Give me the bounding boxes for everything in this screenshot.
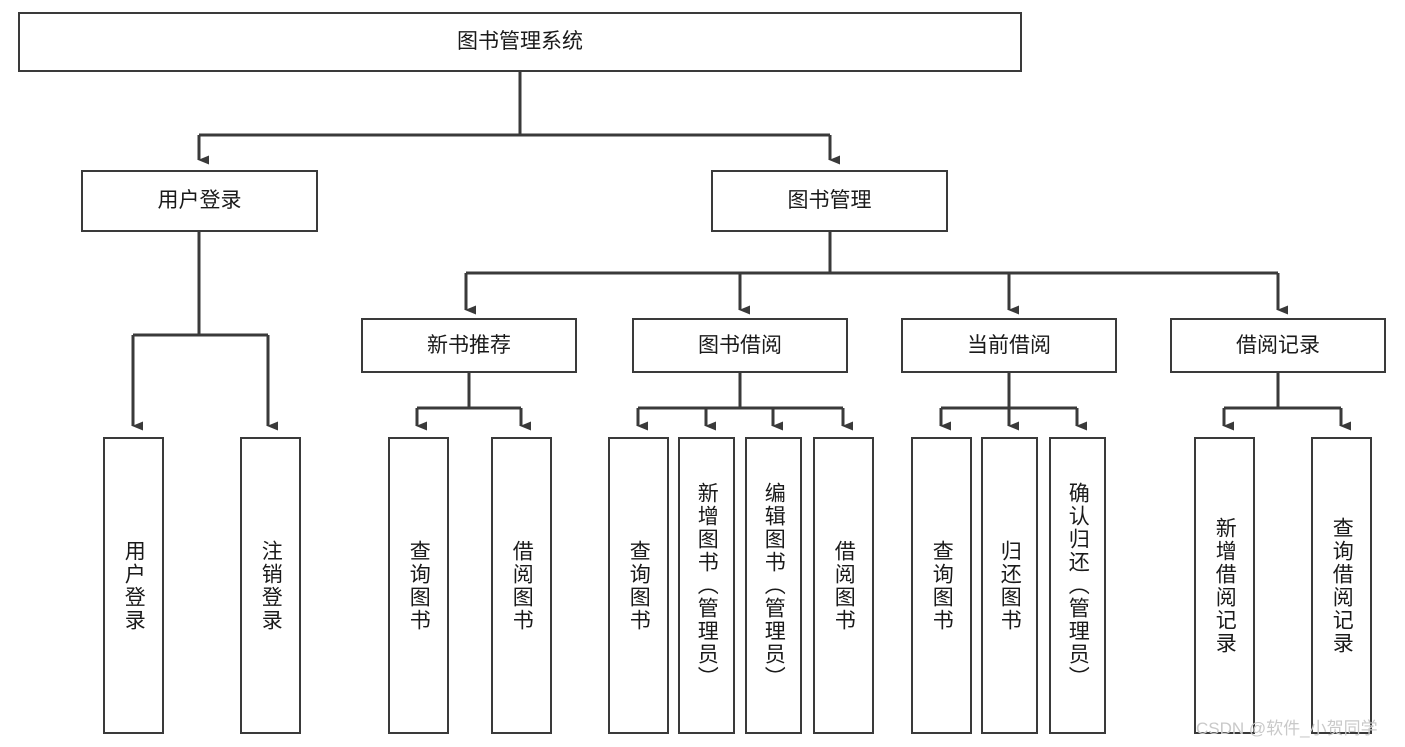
leaf-query-book-3[interactable]: 查询图书 <box>911 437 972 734</box>
node-book-manage[interactable]: 图书管理 <box>711 170 948 232</box>
leaf-add-record-label: 新增借阅记录 <box>1213 516 1237 655</box>
leaf-borrow-book-2-label: 借阅图书 <box>832 539 856 632</box>
node-current-borrow[interactable]: 当前借阅 <box>901 318 1117 373</box>
leaf-user-login[interactable]: 用户登录 <box>103 437 164 734</box>
leaf-query-record-label: 查询借阅记录 <box>1330 516 1354 655</box>
node-borrow-record-label: 借阅记录 <box>1236 333 1320 357</box>
leaf-user-login-label: 用户登录 <box>122 539 146 632</box>
node-root[interactable]: 图书管理系统 <box>18 12 1022 72</box>
leaf-borrow-book-1-label: 借阅图书 <box>510 539 534 632</box>
leaf-query-book-2-label: 查询图书 <box>627 539 651 632</box>
leaf-query-book-1-label: 查询图书 <box>407 539 431 632</box>
node-book-manage-label: 图书管理 <box>787 189 872 213</box>
leaf-add-book-label: 新增图书（管理员） <box>695 482 719 689</box>
leaf-edit-book[interactable]: 编辑图书（管理员） <box>745 437 802 734</box>
leaf-query-record[interactable]: 查询借阅记录 <box>1311 437 1372 734</box>
node-borrow-record[interactable]: 借阅记录 <box>1170 318 1386 373</box>
leaf-borrow-book-2[interactable]: 借阅图书 <box>813 437 874 734</box>
leaf-return-book[interactable]: 归还图书 <box>981 437 1038 734</box>
leaf-return-book-label: 归还图书 <box>998 539 1022 632</box>
node-book-borrow-label: 图书借阅 <box>698 333 782 357</box>
node-new-book-recommend-label: 新书推荐 <box>427 333 511 357</box>
node-current-borrow-label: 当前借阅 <box>967 333 1051 357</box>
leaf-add-record[interactable]: 新增借阅记录 <box>1194 437 1255 734</box>
leaf-query-book-2[interactable]: 查询图书 <box>608 437 669 734</box>
leaf-confirm-return[interactable]: 确认归还（管理员） <box>1049 437 1106 734</box>
leaf-add-book[interactable]: 新增图书（管理员） <box>678 437 735 734</box>
leaf-query-book-3-label: 查询图书 <box>930 539 954 632</box>
leaf-logout-login-label: 注销登录 <box>259 539 283 632</box>
leaf-edit-book-label: 编辑图书（管理员） <box>762 482 786 689</box>
leaf-borrow-book-1[interactable]: 借阅图书 <box>491 437 552 734</box>
leaf-confirm-return-label: 确认归还（管理员） <box>1066 482 1090 689</box>
node-user-login-label: 用户登录 <box>157 189 242 213</box>
node-user-login[interactable]: 用户登录 <box>81 170 318 232</box>
leaf-logout-login[interactable]: 注销登录 <box>240 437 301 734</box>
node-root-label: 图书管理系统 <box>457 30 583 54</box>
leaf-query-book-1[interactable]: 查询图书 <box>388 437 449 734</box>
node-new-book-recommend[interactable]: 新书推荐 <box>361 318 577 373</box>
node-book-borrow[interactable]: 图书借阅 <box>632 318 848 373</box>
